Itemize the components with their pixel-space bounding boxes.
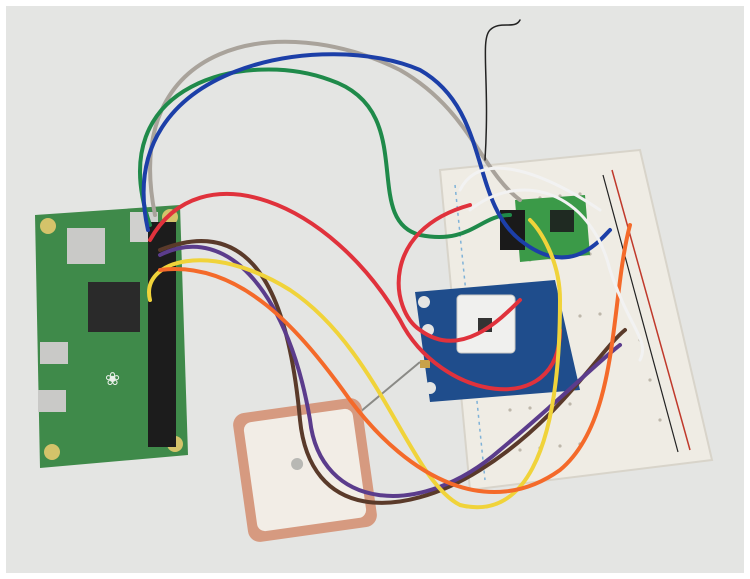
raspberry-pi-zero: ❀ [35, 205, 188, 468]
photo-frame: ❀ [6, 6, 744, 573]
hardware-photo: ❀ [35, 19, 714, 542]
svg-text:❀: ❀ [105, 369, 120, 390]
jumper-wires [138, 19, 645, 510]
patch-antenna [233, 398, 377, 542]
gps-module [415, 280, 580, 402]
